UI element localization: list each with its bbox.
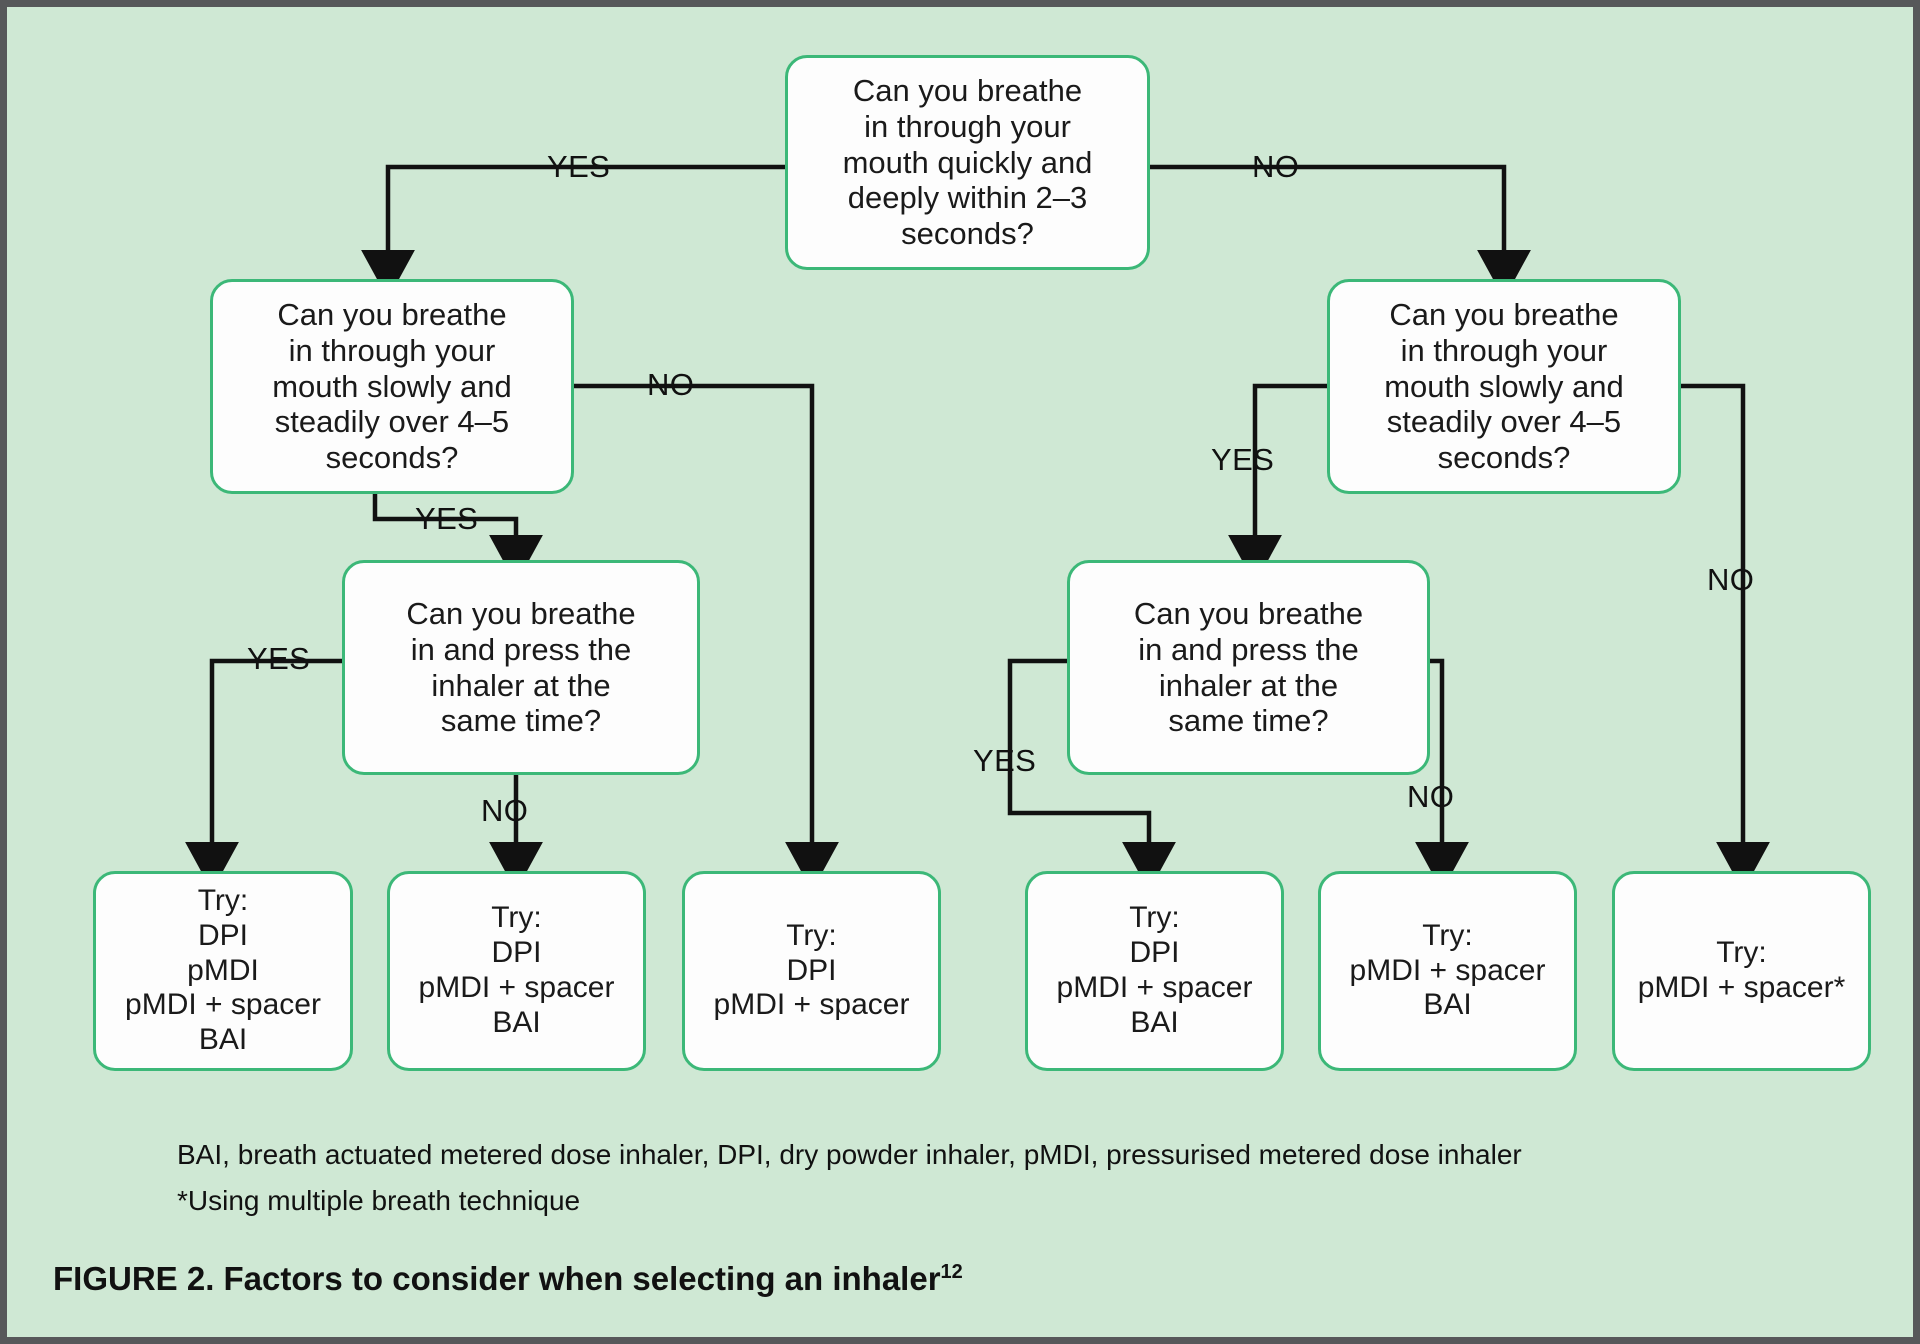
result-box-5[interactable]: Try: pMDI + spacer BAI bbox=[1318, 871, 1577, 1071]
edge-label-left-slow-yes: YES bbox=[415, 501, 479, 536]
figure-caption: FIGURE 2. Factors to consider when selec… bbox=[53, 1260, 963, 1298]
node-root-question[interactable]: Can you breathe in through your mouth qu… bbox=[785, 55, 1150, 270]
edge-label-left-slow-no: NO bbox=[647, 367, 695, 402]
edge-label-root-no: NO bbox=[1252, 149, 1300, 184]
node-right-press-question[interactable]: Can you breathe in and press the inhaler… bbox=[1067, 560, 1430, 775]
node-right-slow-question[interactable]: Can you breathe in through your mouth sl… bbox=[1327, 279, 1681, 494]
node-left-press-question[interactable]: Can you breathe in and press the inhaler… bbox=[342, 560, 700, 775]
result-box-2[interactable]: Try: DPI pMDI + spacer BAI bbox=[387, 871, 646, 1071]
edge-label-root-yes: YES bbox=[547, 149, 611, 184]
result-box-1[interactable]: Try: DPI pMDI pMDI + spacer BAI bbox=[93, 871, 353, 1071]
edge-label-left-press-yes: YES bbox=[247, 641, 311, 676]
result-box-6[interactable]: Try: pMDI + spacer* bbox=[1612, 871, 1871, 1071]
result-box-3[interactable]: Try: DPI pMDI + spacer bbox=[682, 871, 941, 1071]
node-left-slow-question[interactable]: Can you breathe in through your mouth sl… bbox=[210, 279, 574, 494]
figure-caption-reference: 12 bbox=[940, 1261, 963, 1283]
edge-label-right-press-no: NO bbox=[1407, 779, 1455, 814]
footnote-asterisk: *Using multiple breath technique bbox=[177, 1185, 581, 1216]
edge-label-right-slow-no: NO bbox=[1707, 562, 1755, 597]
edge-label-left-press-no: NO bbox=[481, 793, 529, 828]
figure-caption-text: FIGURE 2. Factors to consider when selec… bbox=[53, 1260, 941, 1297]
footnote-abbreviations: BAI, breath actuated metered dose inhale… bbox=[177, 1139, 1522, 1170]
edge-label-right-slow-yes: YES bbox=[1211, 442, 1275, 477]
edge-label-right-press-yes: YES bbox=[973, 743, 1037, 778]
connector-layer bbox=[185, 164, 1770, 892]
result-box-4[interactable]: Try: DPI pMDI + spacer BAI bbox=[1025, 871, 1284, 1071]
